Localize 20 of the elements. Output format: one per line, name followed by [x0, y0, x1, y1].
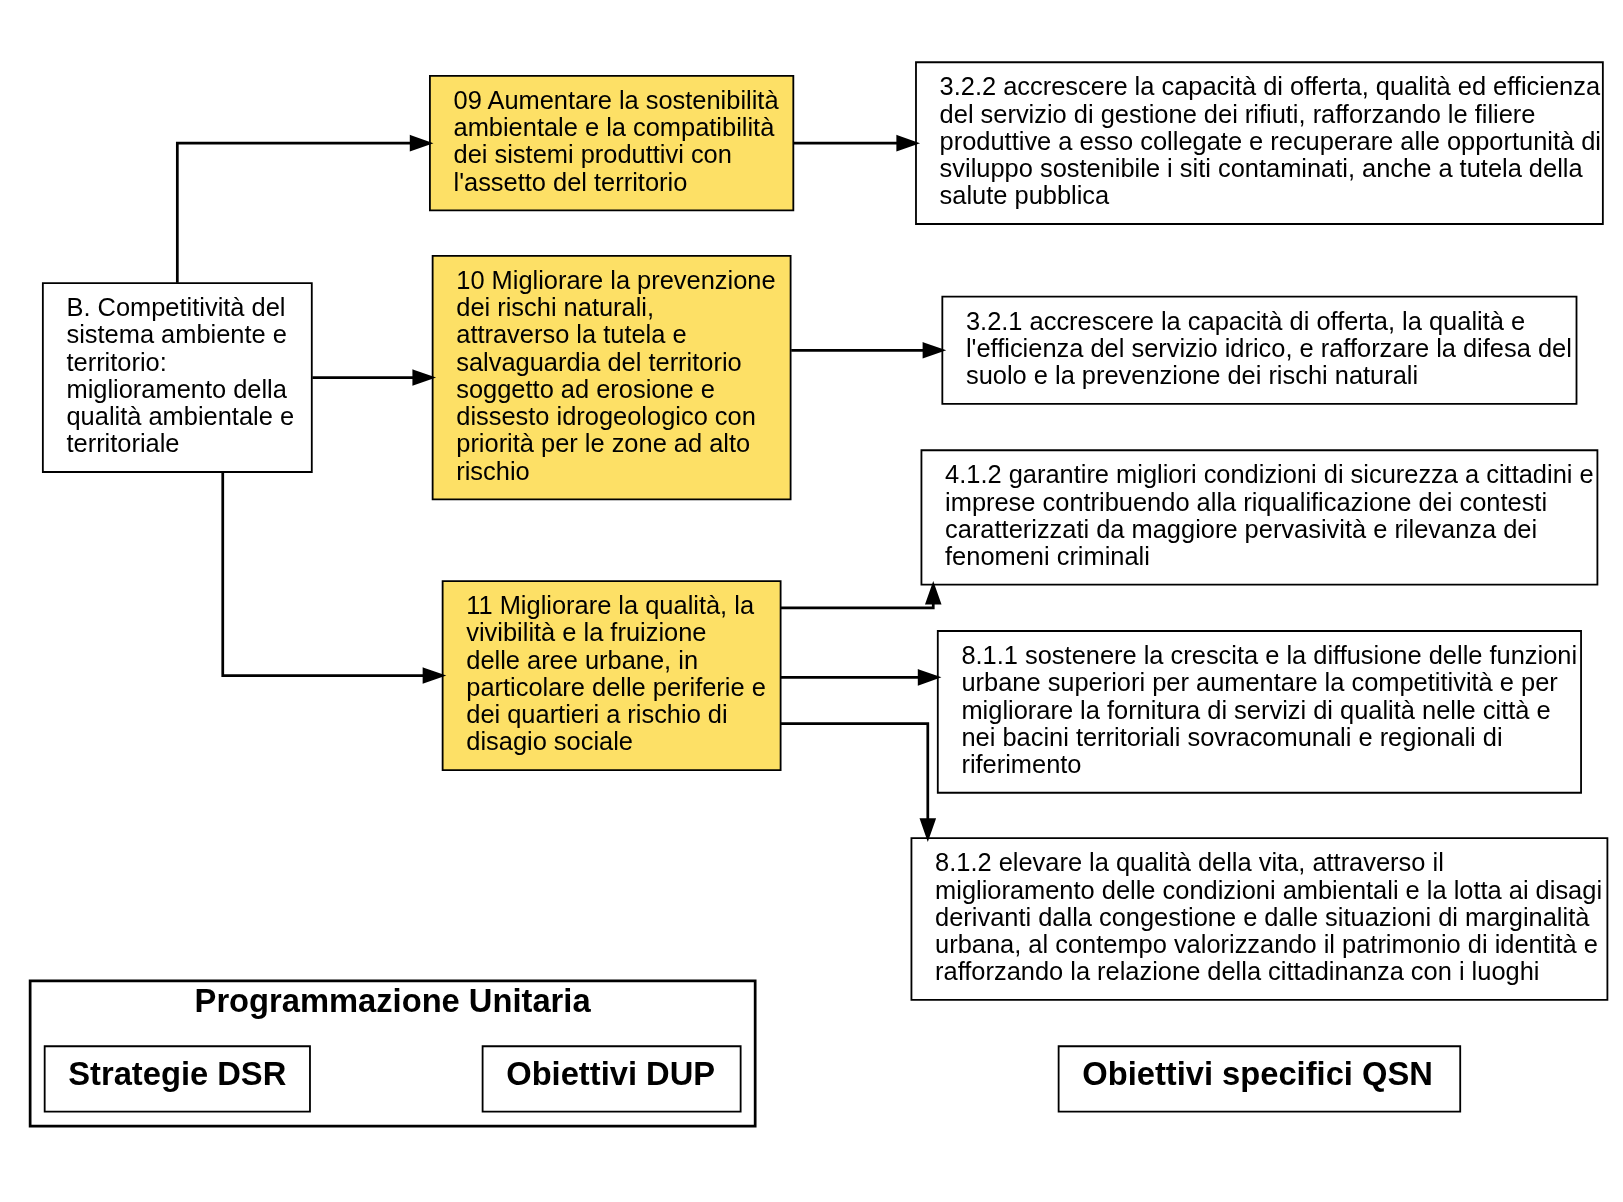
node-box: 09 Aumentare la sostenibilità ambientale e la compatibilità dei sistemi produttivi con l'assetto del territorio — [429, 74, 795, 211]
node-box: Obiettivi specifici QSN — [1057, 1044, 1462, 1113]
node-box: 10 Migliorare la prevenzione dei rischi naturali, attraverso la tutela e salvaguardia del territorio soggetto ad erosione e dissesto idrogeologico con priorità per le zone ad alto rischio — [431, 254, 792, 500]
node-box: 8.1.1 sostenere la crescita e la diffusione delle funzioni urbane superiori per aumentare la competitività e per migliorare la fornitura di servizi di qualità nelle città e nei bacini territoriali sovracomunali e regionali di riferimento — [936, 629, 1582, 794]
arrow — [780, 580, 942, 609]
node-box: Obiettivi DUP — [481, 1044, 742, 1113]
node-box: 3.2.2 accrescere la capacità di offerta, qualità ed efficienza del servizio di gestione dei rifiuti, rafforzando le filiere produttive a esso collegate e recuperare alle opportunità di sviluppo sostenibile i siti contaminati, anche a tutela della salute pubblica — [915, 60, 1604, 225]
arrow — [221, 472, 447, 684]
arrow — [780, 721, 937, 842]
arrow — [312, 368, 437, 386]
arrow — [780, 668, 942, 686]
node-box: 11 Migliorare la qualità, la vivibilità e la fruizione delle aree urbane, in particolare delle periferie e dei quartieri a rischio di disagio sociale — [441, 579, 782, 771]
arrow — [791, 341, 947, 359]
node-box: 8.1.2 elevare la qualità della vita, attraverso il miglioramento delle condizioni ambientali e la lotta ai disagi derivanti dalla congestione e dalle situazioni di marginalità urbana, al contempo valorizzando il patrimonio di identità e rafforzando la relazione della cittadinanza con i luoghi — [910, 836, 1609, 1001]
node-box: B. Competitività del sistema ambiente e territorio: miglioramento della qualità ambientale e territoriale — [41, 281, 313, 473]
arrow — [793, 134, 921, 151]
node-box: 4.1.2 garantire migliori condizioni di sicurezza a cittadini e imprese contribuendo alla riqualificazione dei contesti caratterizzati da maggiore pervasività e rilevanza dei fenomeni criminali — [920, 448, 1599, 586]
arrow — [175, 134, 434, 283]
node-box: 3.2.1 accrescere la capacità di offerta, la qualità e l'efficienza del servizio idrico, e rafforzare la difesa del suolo e la prevenzione dei rischi naturali — [941, 295, 1578, 405]
node-box: Strategie DSR — [43, 1044, 311, 1113]
